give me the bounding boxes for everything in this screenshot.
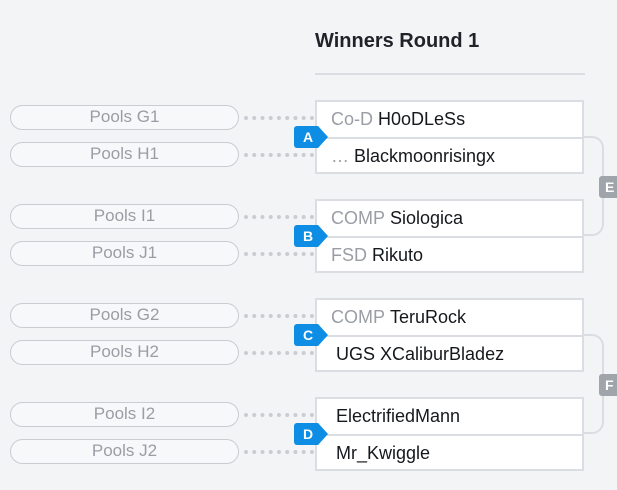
player-name: Blackmoonrisingx [354, 146, 496, 166]
player-prefix: COMP [331, 307, 385, 327]
pool-source-j2[interactable]: Pools J2 [10, 439, 239, 464]
pool-connector [244, 252, 314, 256]
pool-connector [244, 153, 314, 157]
player-prefix: Co-D [331, 109, 374, 129]
round-title: Winners Round 1 [315, 30, 480, 52]
next-match-f-badge[interactable]: F [599, 374, 617, 396]
player-name: H0oDLeSs [378, 109, 466, 129]
pool-source-g1[interactable]: Pools G1 [10, 105, 239, 130]
player-prefix: COMP [331, 208, 385, 228]
player-prefix: … [331, 146, 349, 166]
pool-source-h2[interactable]: Pools H2 [10, 340, 239, 365]
player-name: Siologica [390, 208, 464, 228]
pool-connector [244, 215, 314, 219]
badge-shape [294, 423, 318, 445]
badge-letter: A [302, 129, 314, 145]
player-prefix: FSD [331, 245, 367, 265]
badge-shape [294, 126, 318, 148]
badge-letter: B [302, 228, 314, 244]
match-c-slot-2[interactable]: UGS XCaliburBladez [317, 335, 582, 372]
pool-source-g2[interactable]: Pools G2 [10, 303, 239, 328]
pool-connector [244, 450, 314, 454]
next-match-e-badge[interactable]: E [599, 176, 617, 198]
pool-source-i1[interactable]: Pools I1 [10, 204, 239, 229]
match-a-slot-2[interactable]: …Blackmoonrisingx [317, 137, 582, 174]
badge-tip [318, 126, 328, 148]
match-b-badge[interactable]: B [294, 225, 330, 247]
match-d[interactable]: ElectrifiedMann Mr_Kwiggle [315, 397, 584, 471]
pool-connector [244, 116, 314, 120]
match-d-slot-1[interactable]: ElectrifiedMann [317, 399, 582, 434]
badge-tip [318, 225, 328, 247]
player-name: Mr_Kwiggle [336, 443, 431, 463]
player-name: Rikuto [372, 245, 424, 265]
pool-connector [244, 351, 314, 355]
badge-letter: D [302, 426, 314, 442]
pool-connector [244, 413, 314, 417]
player-name: ElectrifiedMann [336, 406, 461, 426]
pool-source-h1[interactable]: Pools H1 [10, 142, 239, 167]
round-divider [315, 73, 585, 75]
match-d-slot-2[interactable]: Mr_Kwiggle [317, 434, 582, 471]
pool-connector [244, 314, 314, 318]
pool-source-j1[interactable]: Pools J1 [10, 241, 239, 266]
match-c-badge[interactable]: C [294, 324, 330, 346]
badge-letter: C [302, 327, 314, 343]
badge-tip [318, 324, 328, 346]
match-a-badge[interactable]: A [294, 126, 330, 148]
player-name: TeruRock [390, 307, 467, 327]
pool-source-i2[interactable]: Pools I2 [10, 402, 239, 427]
badge-tip [318, 423, 328, 445]
badge-shape [294, 225, 318, 247]
match-d-badge[interactable]: D [294, 423, 330, 445]
badge-shape [294, 324, 318, 346]
player-name: UGS XCaliburBladez [336, 344, 505, 364]
